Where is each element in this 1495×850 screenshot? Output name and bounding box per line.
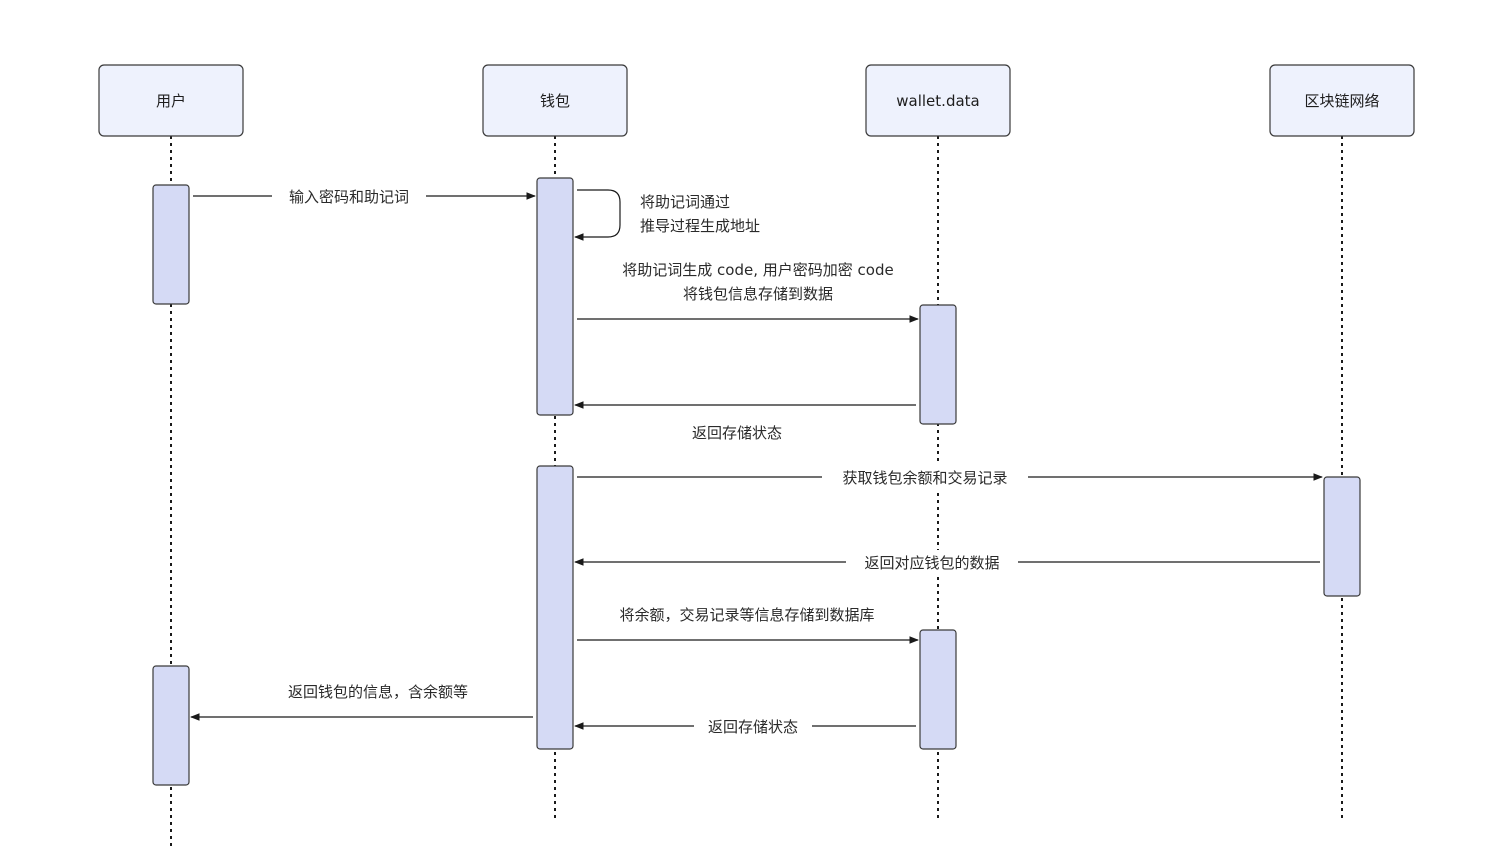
- actor-user: 用户: [98, 64, 244, 137]
- message-label-self-derive-line2: 推导过程生成地址: [640, 217, 760, 235]
- message-label-save-status: 返回存储状态: [708, 718, 798, 736]
- message-label-input: 输入密码和助记词: [289, 188, 409, 206]
- message-label-store-line1: 将助记词生成 code, 用户密码加密 code: [622, 261, 893, 279]
- message-label-save-db: 将余额，交易记录等信息存储到数据库: [619, 606, 874, 624]
- activation-walletdata-2: [919, 629, 957, 750]
- message-label-bg-input: [272, 184, 426, 208]
- message-label-bg-chain-return: [846, 550, 1018, 574]
- actor-walletdata-label: wallet.data: [896, 92, 979, 110]
- activation-walletdata-1: [919, 304, 957, 425]
- message-arrow-self-derive: [574, 189, 621, 241]
- activation-user-2: [152, 665, 190, 786]
- actor-chain: 区块链网络: [1269, 64, 1415, 137]
- message-label-self-derive-line1: 将助记词通过: [640, 193, 730, 211]
- actor-user-label: 用户: [156, 92, 186, 110]
- message-label-return-info: 返回钱包的信息，含余额等: [288, 683, 468, 701]
- actor-wallet: 钱包: [482, 64, 628, 137]
- message-label-bg-save-status: [694, 714, 812, 738]
- message-label-chain-return: 返回对应钱包的数据: [864, 554, 999, 572]
- activation-wallet-1: [536, 177, 574, 416]
- message-label-fetch: 获取钱包余额和交易记录: [842, 469, 1007, 487]
- message-label-store-status: 返回存储状态: [692, 424, 782, 442]
- actor-walletdata: wallet.data: [865, 64, 1011, 137]
- actor-chain-label: 区块链网络: [1304, 92, 1379, 110]
- message-label-store-line2: 将钱包信息存储到数据: [683, 285, 833, 303]
- actor-wallet-label: 钱包: [540, 92, 570, 110]
- activation-user-1: [152, 184, 190, 305]
- activation-wallet-2: [536, 465, 574, 750]
- message-label-bg-fetch: [822, 465, 1028, 489]
- activation-chain-1: [1323, 476, 1361, 597]
